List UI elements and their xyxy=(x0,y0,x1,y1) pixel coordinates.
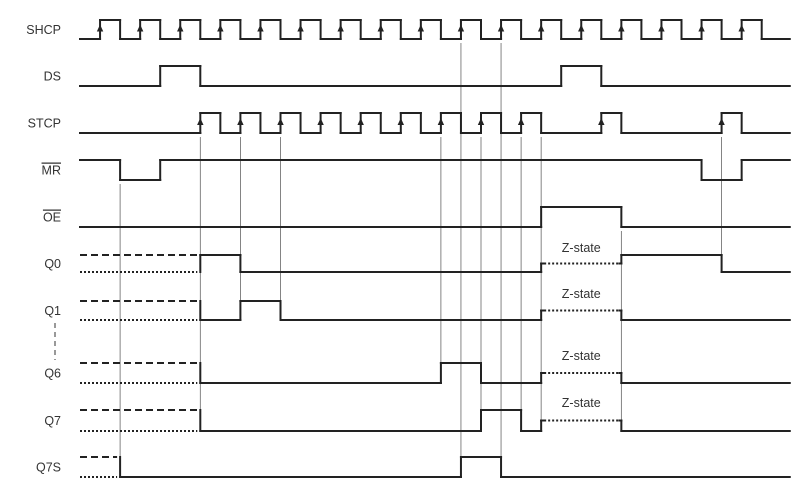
signal-label-q6: Q6 xyxy=(44,367,61,381)
rising-edge-arrow-icon xyxy=(497,24,505,32)
rising-edge-arrow-icon xyxy=(618,24,625,32)
signal-label-q7s: Q7S xyxy=(36,461,61,475)
signal-label-q1: Q1 xyxy=(44,304,61,318)
rising-edge-arrow-icon xyxy=(397,118,404,125)
rising-edge-arrow-icon xyxy=(297,24,304,32)
rising-edge-arrow-icon xyxy=(317,118,324,125)
rising-edge-arrow-icon xyxy=(658,24,665,32)
rising-edge-arrow-icon xyxy=(698,24,705,32)
rising-edge-arrow-icon xyxy=(377,24,384,32)
z-state-label: Z-state xyxy=(562,287,601,301)
rising-edge-arrow-icon xyxy=(477,118,485,125)
rising-edge-arrow-icon xyxy=(357,118,364,125)
rising-edge-arrow-icon xyxy=(177,24,184,32)
rising-edge-arrow-icon xyxy=(718,118,725,125)
signal-label-stcp: STCP xyxy=(28,117,61,131)
rising-edge-arrow-icon xyxy=(457,24,465,32)
rising-edge-arrow-icon xyxy=(217,24,224,32)
rising-edge-arrow-icon xyxy=(96,24,104,32)
rising-edge-arrow-icon xyxy=(578,24,585,32)
rising-edge-arrow-icon xyxy=(598,118,605,125)
z-state-label: Z-state xyxy=(562,396,601,410)
rising-edge-arrow-icon xyxy=(257,24,264,32)
signal-label-oe: OE xyxy=(43,211,61,225)
signal-label-q7: Q7 xyxy=(44,414,61,428)
rising-edge-arrow-icon xyxy=(437,118,445,125)
rising-edge-arrow-icon xyxy=(537,24,545,32)
rising-edge-arrow-icon xyxy=(237,118,244,125)
rising-edge-arrow-icon xyxy=(337,24,344,32)
z-state-label: Z-state xyxy=(562,349,601,363)
rising-edge-arrow-icon xyxy=(417,24,425,32)
rising-edge-arrow-icon xyxy=(277,118,284,125)
rising-edge-arrow-icon xyxy=(517,118,525,125)
signal-label-ds: DS xyxy=(44,70,61,84)
signal-label-mr: MR xyxy=(42,164,61,178)
z-state-label: Z-state xyxy=(562,241,601,255)
rising-edge-arrow-icon xyxy=(136,24,144,32)
signal-label-shcp: SHCP xyxy=(26,23,61,37)
signal-label-q0: Q0 xyxy=(44,257,61,271)
rising-edge-arrow-icon xyxy=(197,118,204,125)
rising-edge-arrow-icon xyxy=(738,24,745,32)
